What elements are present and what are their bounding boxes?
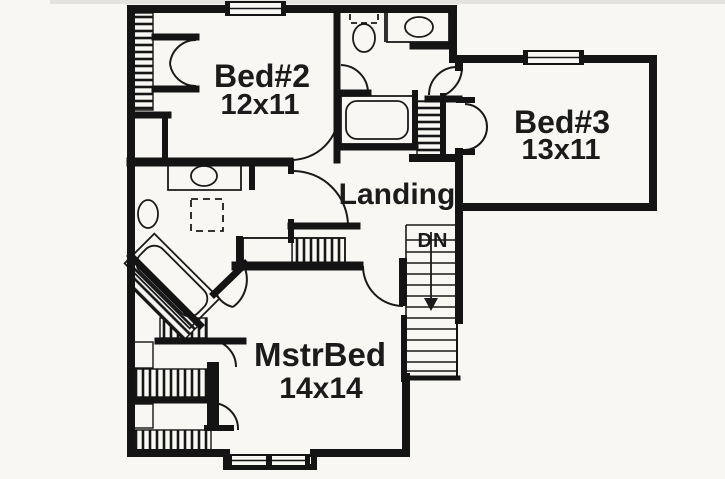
- master-closet-rod-lower: [132, 429, 212, 452]
- hall-bath-door-right: [428, 66, 458, 96]
- exterior-walls: [127, 5, 657, 470]
- bay-window-right: [227, 454, 310, 467]
- bed2-window: [225, 1, 286, 16]
- bed3-closet-rod: [416, 100, 442, 157]
- bay-window-left: [230, 454, 268, 467]
- bed3-window: [523, 50, 584, 65]
- master-closet-shelf-upper: [132, 341, 154, 369]
- corner-tub-surround: [123, 232, 221, 330]
- landing-label: Landing: [339, 178, 456, 211]
- closet-pillar-wall: [207, 362, 219, 428]
- hall-bathtub-fixture: [345, 100, 409, 140]
- landing-shelf: [242, 237, 293, 265]
- windows: [225, 1, 584, 467]
- bed2-label: Bed#2: [214, 58, 310, 94]
- stair-down-arrow-icon: [424, 298, 438, 311]
- master-vanity-counter: [167, 163, 242, 191]
- master-shower-dashed: [190, 198, 224, 232]
- bed2-size-label: 12x11: [220, 89, 299, 121]
- master-bed-label: MstrBed: [254, 336, 386, 373]
- landing-rail: [291, 237, 346, 265]
- stairs-dn-label: DN: [418, 230, 449, 252]
- master-bedroom-entry-door: [362, 265, 404, 307]
- corner-tub-fixture: [135, 244, 209, 318]
- scan-artifact-top: [50, 0, 725, 4]
- master-closet-shelf-lower: [132, 403, 154, 429]
- hall-sink-fixture: [404, 16, 434, 38]
- bed3-label: Bed#3: [514, 104, 610, 140]
- master-corner-tub: [123, 232, 221, 330]
- master-size-label: 14x14: [279, 372, 363, 405]
- landing-rail-end-wall: [236, 236, 243, 266]
- master-bath-hall-door: [292, 170, 349, 227]
- hall-bath-door-left: [340, 64, 369, 94]
- labels: Bed#2 12x11 Bed#3 13x11 Landing MstrBed …: [214, 58, 610, 405]
- bed3-closet-door-top: [464, 103, 489, 128]
- hall-toilet-fixture: [352, 23, 376, 53]
- bed3-size-label: 13x11: [521, 134, 600, 166]
- master-toilet-fixture: [137, 199, 159, 229]
- fixtures: [123, 11, 450, 330]
- bed2-closet-rod: [132, 12, 154, 111]
- master-closet-rod-upper: [132, 368, 208, 398]
